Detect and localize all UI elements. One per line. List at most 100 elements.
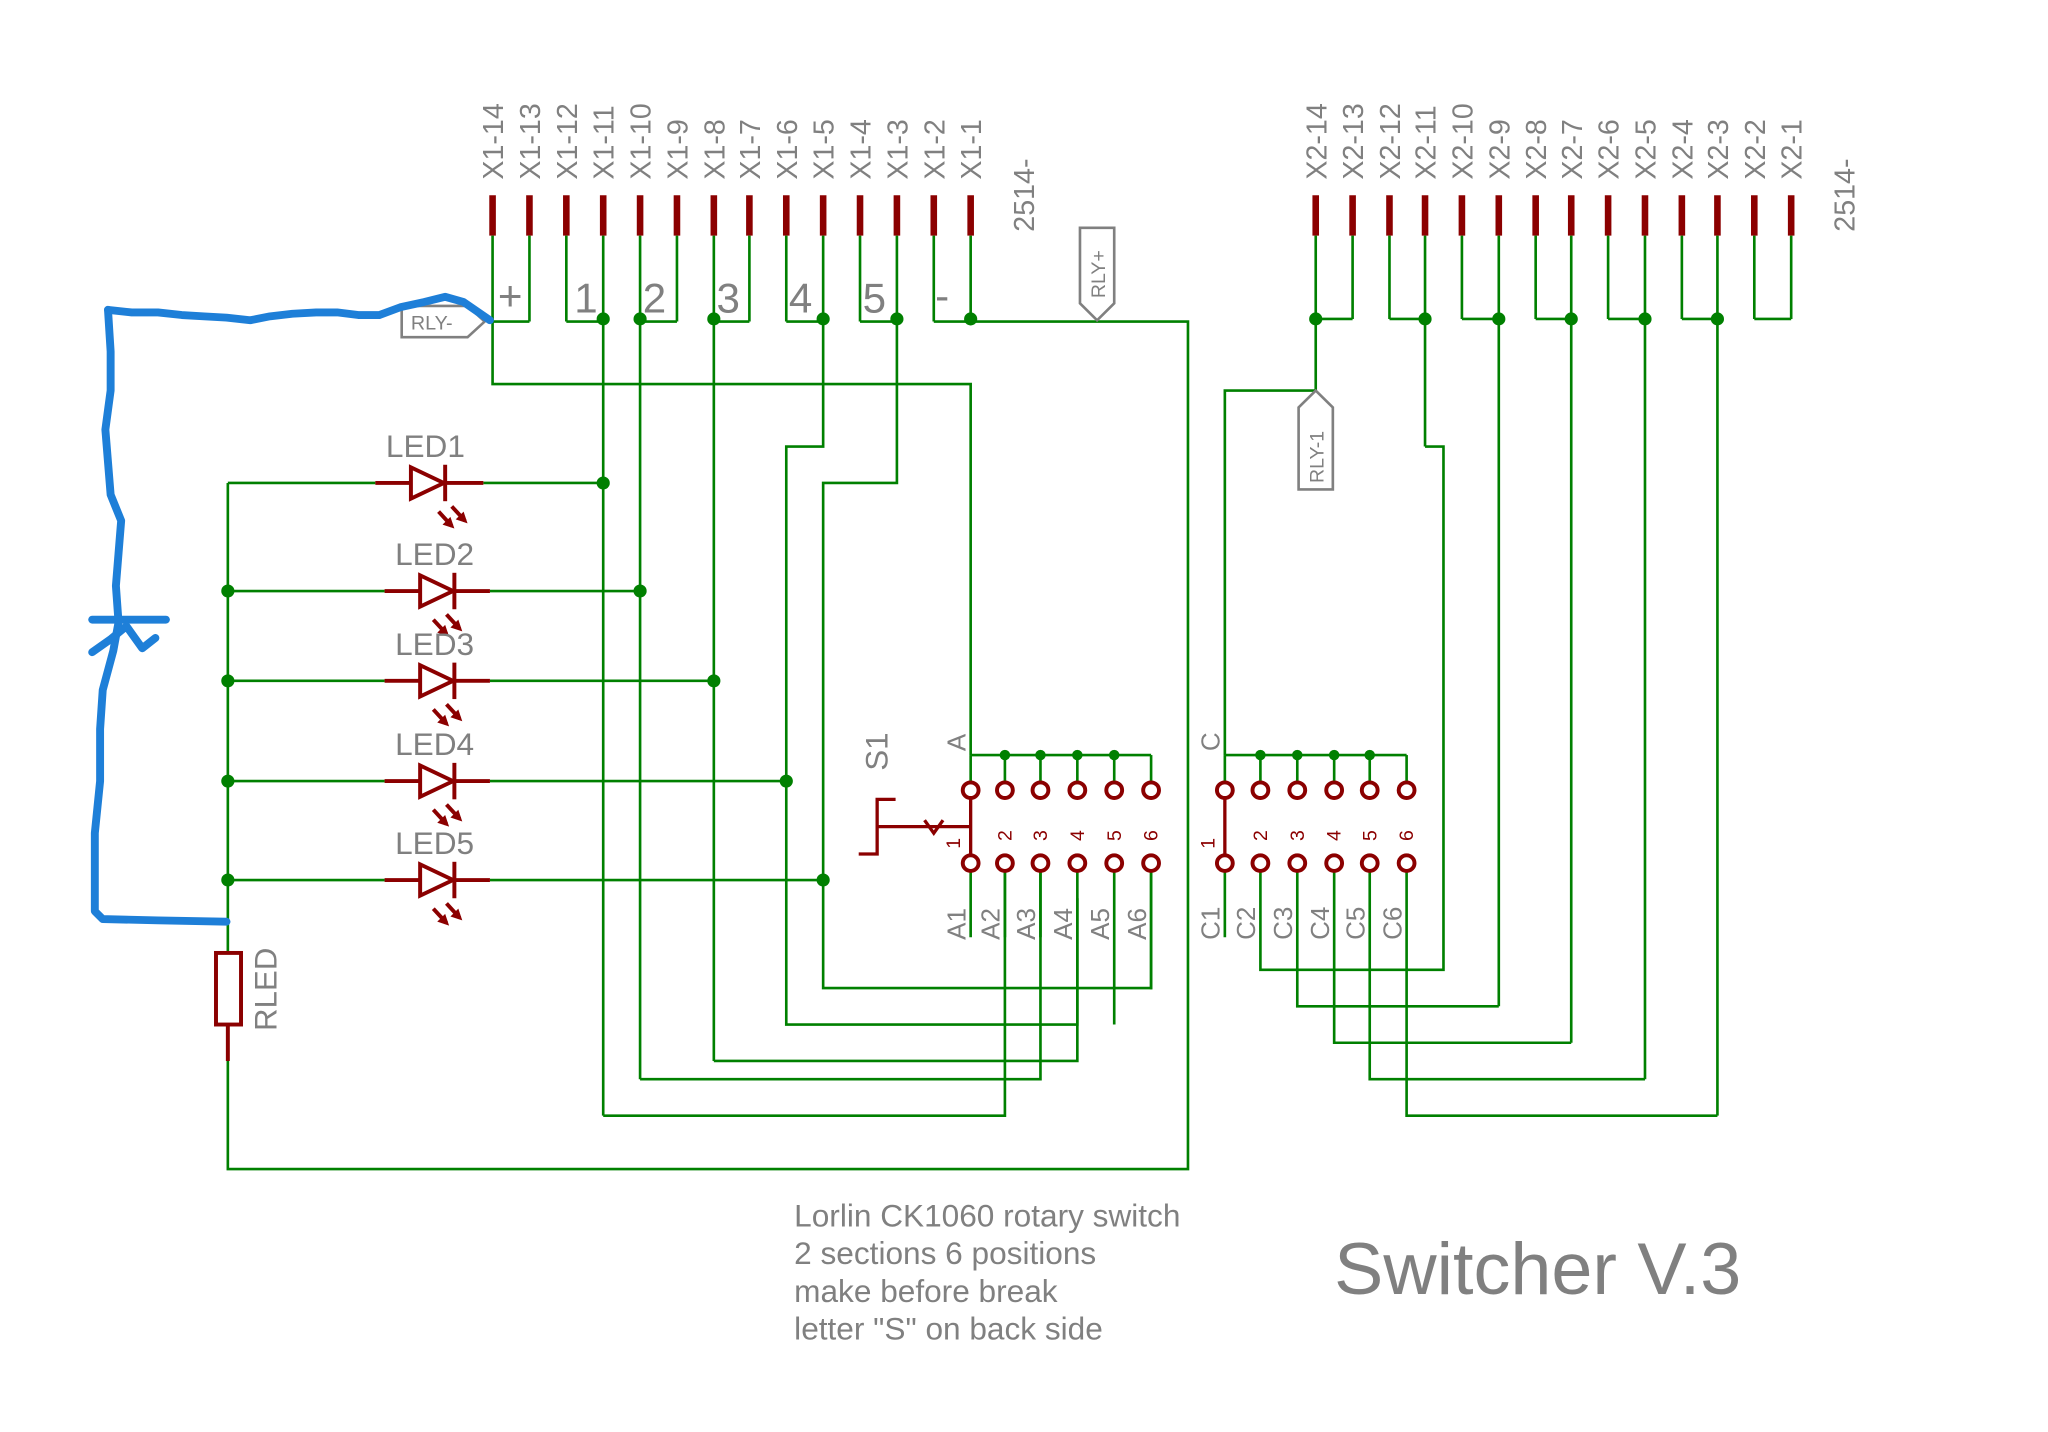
connector-x2: X2-14 X2-13 X2-12 X2-11 X2-10 X2-9 X2-8 …	[1301, 103, 1861, 236]
pin-label: X2-14	[1301, 103, 1333, 179]
position-number: 4	[1324, 830, 1346, 841]
mark-5: 5	[863, 275, 886, 322]
pin-label: X1-13	[515, 103, 547, 179]
switch-s1: S1 1 2 3 4 5 6 1 2	[858, 732, 1418, 940]
switch-output-label: A2	[975, 908, 1005, 940]
switch-output-label: C4	[1305, 907, 1335, 940]
connector-x1-pin-labels: X1-14 X1-13 X1-12 X1-11 X1-10 X1-9 X1-8 …	[478, 103, 988, 179]
led-label: LED5	[395, 826, 474, 861]
led-4	[384, 762, 490, 827]
pin-label: X2-9	[1484, 119, 1516, 179]
led-label: LED4	[395, 727, 474, 762]
hand-drawn-wire-overlay	[88, 292, 494, 926]
pin-label: X2-3	[1703, 119, 1735, 179]
mark-2: 2	[643, 275, 666, 322]
pin-label: X2-13	[1338, 103, 1370, 179]
note-line: Lorlin CK1060 rotary switch	[794, 1198, 1180, 1233]
switch-output-label: C1	[1195, 907, 1225, 940]
connector-x1: X1-14 X1-13 X1-12 X1-11 X1-10 X1-9 X1-8 …	[478, 103, 1041, 321]
position-number: 5	[1359, 830, 1381, 841]
connector-x2-pins	[1312, 195, 1795, 236]
net-label-rly-1: RLY-1	[1297, 388, 1335, 491]
pin-label: X1-1	[956, 119, 988, 179]
led-3	[384, 662, 490, 727]
note-line: make before break	[794, 1274, 1058, 1309]
pin-label: X1-8	[699, 119, 731, 179]
switch-output-label: C2	[1231, 907, 1261, 940]
pin-label: X2-6	[1593, 119, 1625, 179]
pin-label: X2-2	[1740, 119, 1772, 179]
position-number: 4	[1067, 830, 1089, 841]
note-line: 2 sections 6 positions	[794, 1236, 1096, 1271]
junctions	[221, 312, 1725, 887]
switch-output-label: C5	[1340, 907, 1370, 940]
connector-x2-pin-labels: X2-14 X2-13 X2-12 X2-11 X2-10 X2-9 X2-8 …	[1301, 103, 1809, 179]
led-label: LED3	[395, 627, 474, 662]
switch-outputs-a: A1 A2 A3 A4 A5 A6	[941, 908, 1152, 940]
pin-label: X2-5	[1630, 119, 1662, 179]
pin-label: X1-5	[809, 119, 841, 179]
net-label-rly-plus-text: RLY+	[1088, 250, 1110, 298]
pin-label: X2-7	[1557, 119, 1589, 179]
position-number: 6	[1396, 830, 1418, 841]
connector-x1-name: 2514-	[1009, 158, 1041, 231]
net-label-rly-minus: RLY-	[400, 304, 487, 339]
switch-output-label: C3	[1268, 907, 1298, 940]
resistor-label: RLED	[248, 948, 283, 1031]
switch-section-a-contacts	[960, 780, 1161, 873]
position-number: 5	[1104, 830, 1126, 841]
mark-1: 1	[574, 275, 597, 322]
pin-label: X1-11	[589, 105, 621, 179]
switch-output-label: C6	[1377, 907, 1407, 940]
pin-label: X2-12	[1375, 103, 1407, 179]
switch-common-c: C	[1195, 732, 1225, 751]
pin-label: X2-8	[1521, 119, 1553, 179]
net-label-rly-plus: RLY+	[1078, 226, 1116, 323]
switch-actuator-symbol	[858, 797, 970, 856]
position-number: 6	[1141, 830, 1163, 841]
switch-output-label: A6	[1122, 908, 1152, 940]
pin-label: X1-3	[882, 119, 914, 179]
switch-common-a: A	[941, 733, 971, 751]
position-number: 1	[943, 838, 965, 849]
wires	[226, 235, 1793, 1171]
switch-position-numbers-a: 1 2 3 4 5 6	[943, 830, 1163, 849]
page-title: Switcher V.3	[1334, 1228, 1741, 1310]
pin-label: X1-9	[662, 119, 694, 179]
connector-x2-name: 2514-	[1829, 158, 1861, 231]
notes-block: Lorlin CK1060 rotary switch 2 sections 6…	[794, 1198, 1180, 1346]
pin-label: X1-14	[478, 103, 510, 179]
pin-label: X2-4	[1667, 119, 1699, 179]
switch-output-label: A1	[941, 908, 971, 940]
switch-name: S1	[860, 732, 895, 770]
mark-3: 3	[716, 275, 739, 322]
position-number: 2	[1250, 830, 1272, 841]
pin-label: X2-11	[1410, 105, 1442, 179]
mark-4: 4	[789, 275, 812, 322]
switch-output-label: A5	[1085, 908, 1115, 940]
connector-x1-marks: + 1 2 3 4 5 -	[498, 272, 949, 321]
note-line: letter "S" on back side	[794, 1312, 1103, 1347]
led-label: LED1	[386, 429, 465, 464]
led-labels: LED1 LED2 LED3 LED4 LED5	[386, 429, 474, 861]
switch-section-c-contacts	[1214, 780, 1417, 873]
net-label-rly-minus-text: RLY-	[411, 312, 453, 334]
pin-label: X1-7	[735, 119, 767, 179]
position-number: 2	[994, 830, 1016, 841]
pin-label: X1-2	[919, 119, 951, 179]
net-label-rly-1-text: RLY-1	[1307, 431, 1329, 483]
mark-minus: -	[935, 272, 949, 319]
switch-output-label: A4	[1048, 908, 1078, 940]
position-number: 1	[1197, 838, 1219, 849]
switch-output-label: A3	[1011, 908, 1041, 940]
pin-label: X1-12	[552, 103, 584, 179]
switch-outputs-c: C1 C2 C3 C4 C5 C6	[1195, 907, 1407, 940]
pin-label: X1-10	[625, 103, 657, 179]
connector-x1-pins	[489, 195, 974, 236]
resistor-rled: RLED	[214, 948, 284, 1061]
led-label: LED2	[395, 537, 474, 572]
position-number: 3	[1030, 830, 1052, 841]
pin-label: X2-1	[1777, 119, 1809, 179]
switch-position-numbers-c: 1 2 3 4 5 6	[1197, 830, 1418, 849]
